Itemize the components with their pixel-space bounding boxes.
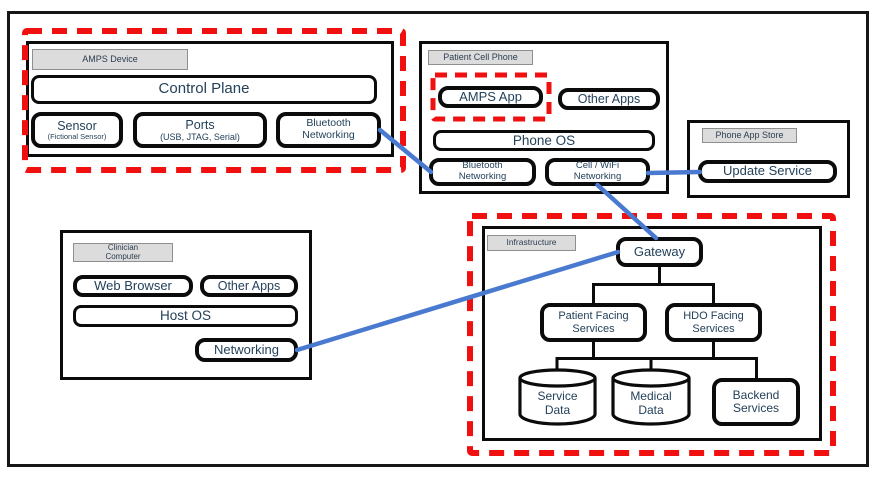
group-label-patient-cell-phone: Patient Cell Phone (428, 50, 533, 65)
group-label-text: Clinician Computer (105, 242, 141, 261)
clinician-other-apps-label: Other Apps (217, 279, 281, 293)
phone-bluetooth-networking-box: Bluetooth Networking (429, 158, 536, 186)
control-plane-box: Control Plane (31, 75, 377, 104)
ports-subtitle: (USB, JTAG, Serial) (160, 131, 240, 142)
group-label-text: Patient Cell Phone (443, 51, 518, 62)
update-service-label: Update Service (723, 163, 812, 179)
group-patient-cell-phone: Patient Cell Phone AMPS App Other Apps P… (419, 41, 669, 194)
cell-wifi-networking-label: Cell / WiFi Networking (573, 160, 622, 182)
group-clinician-computer: Clinician Computer Web Browser Other App… (60, 230, 312, 380)
patient-facing-services-label: Patient Facing Services (558, 310, 629, 335)
phone-os-box: Phone OS (433, 130, 655, 151)
sensor-title: Sensor (57, 118, 97, 133)
medical-data-cylinder: Medical Data (610, 368, 692, 428)
amps-bluetooth-networking-box: Bluetooth Networking (276, 112, 381, 148)
clinician-networking-label: Networking (213, 341, 280, 357)
phone-other-apps-label: Other Apps (577, 92, 641, 106)
backend-services-box: Backend Services (712, 378, 800, 426)
web-browser-label: Web Browser (94, 277, 172, 293)
cell-wifi-networking-box: Cell / WiFi Networking (545, 158, 650, 186)
amps-bluetooth-networking-label: Bluetooth Networking (302, 117, 355, 141)
group-phone-app-store: Phone App Store Update Service (687, 120, 850, 198)
ports-title: Ports (185, 117, 215, 132)
patient-facing-services-box: Patient Facing Services (540, 303, 647, 342)
medical-data-label: Medical Data (630, 389, 672, 417)
hdo-facing-services-label: HDO Facing Services (683, 310, 744, 335)
sensor-subtitle: (Fictional Sensor) (47, 131, 107, 141)
host-os-box: Host OS (73, 305, 298, 327)
host-os-label: Host OS (159, 308, 211, 324)
group-infrastructure: Infrastructure Gateway Patient Facing Se… (482, 226, 822, 441)
group-label-phone-app-store: Phone App Store (702, 128, 797, 143)
group-label-text: Infrastructure (506, 237, 557, 248)
group-amps-device: AMPS Device Control Plane Sensor (Fictio… (26, 41, 394, 157)
service-data-cylinder: Service Data (517, 368, 598, 428)
phone-other-apps-box: Other Apps (558, 88, 660, 110)
group-label-amps-device: AMPS Device (32, 49, 188, 70)
amps-app-label: AMPS App (459, 88, 522, 104)
group-label-infrastructure: Infrastructure (487, 235, 576, 251)
control-plane-label: Control Plane (158, 80, 250, 98)
group-label-clinician-computer: Clinician Computer (73, 243, 173, 262)
clinician-other-apps-box: Other Apps (200, 275, 298, 297)
ports-box: Ports (USB, JTAG, Serial) (133, 112, 267, 148)
sensor-box: Sensor (Fictional Sensor) (31, 112, 123, 148)
group-label-text: Phone App Store (715, 129, 784, 140)
service-data-label: Service Data (537, 389, 578, 417)
clinician-networking-box: Networking (195, 338, 298, 362)
update-service-box: Update Service (698, 160, 837, 183)
phone-bluetooth-networking-label: Bluetooth Networking (458, 160, 507, 182)
hdo-facing-services-box: HDO Facing Services (665, 303, 762, 342)
backend-services-label: Backend Services (732, 387, 780, 415)
web-browser-box: Web Browser (73, 275, 193, 297)
phone-os-label: Phone OS (512, 132, 576, 148)
gateway-box: Gateway (616, 237, 703, 267)
amps-app-box: AMPS App (438, 86, 543, 108)
gateway-label: Gateway (633, 243, 686, 259)
group-label-text: AMPS Device (82, 53, 138, 64)
